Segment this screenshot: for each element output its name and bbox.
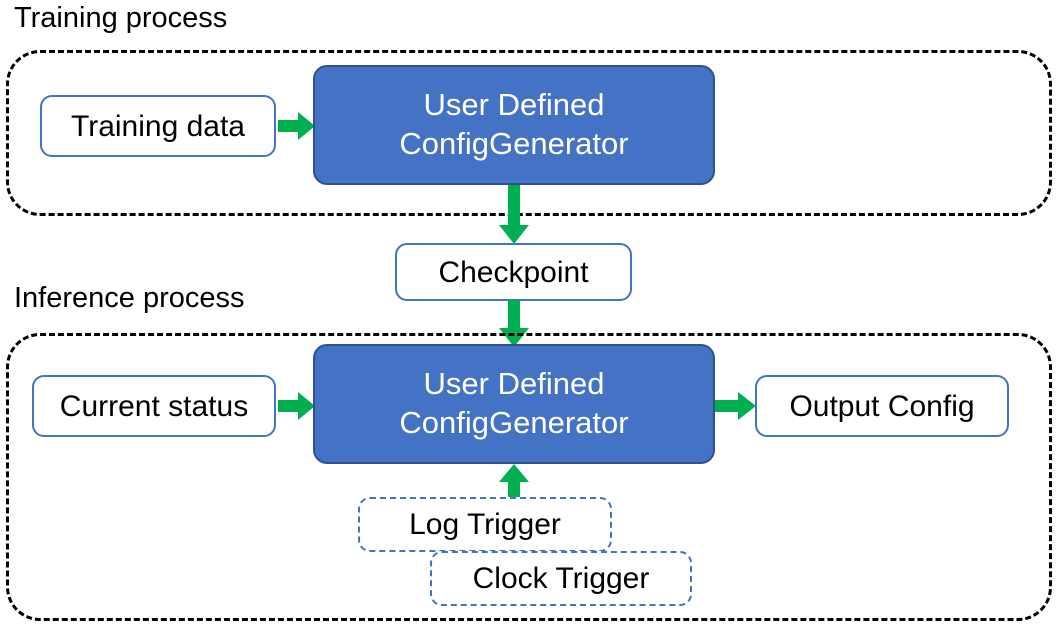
arrow-generator-to-checkpoint — [497, 185, 531, 245]
clock-trigger-label: Clock Trigger — [472, 562, 650, 595]
inference-generator-line2: ConfigGenerator — [399, 405, 629, 440]
checkpoint-node[interactable]: Checkpoint — [395, 243, 632, 301]
training-process-container — [6, 50, 1052, 216]
training-config-generator-node[interactable]: User Defined ConfigGenerator — [313, 65, 715, 185]
output-config-label: Output Config — [789, 389, 975, 423]
inference-config-generator-node[interactable]: User Defined ConfigGenerator — [313, 344, 715, 464]
training-generator-line1: User Defined — [423, 87, 605, 123]
arrow-training-data-to-generator — [278, 110, 316, 142]
clock-trigger-node[interactable]: Clock Trigger — [430, 551, 692, 606]
arrow-triggers-to-generator — [497, 464, 531, 506]
arrow-generator-to-output-config — [715, 390, 757, 422]
training-data-label: Training data — [71, 109, 245, 143]
training-generator-line2: ConfigGenerator — [399, 126, 629, 161]
current-status-label: Current status — [59, 389, 249, 423]
arrow-current-status-to-generator — [278, 390, 316, 422]
log-trigger-node[interactable]: Log Trigger — [358, 497, 612, 552]
inference-process-label: Inference process — [14, 282, 245, 314]
log-trigger-label: Log Trigger — [409, 508, 561, 541]
checkpoint-label: Checkpoint — [438, 255, 589, 289]
inference-generator-line1: User Defined — [423, 366, 605, 402]
current-status-node[interactable]: Current status — [32, 375, 276, 437]
inference-process-container — [6, 333, 1052, 621]
training-data-node[interactable]: Training data — [40, 95, 276, 157]
output-config-node[interactable]: Output Config — [755, 375, 1009, 437]
training-process-label: Training process — [14, 2, 228, 34]
